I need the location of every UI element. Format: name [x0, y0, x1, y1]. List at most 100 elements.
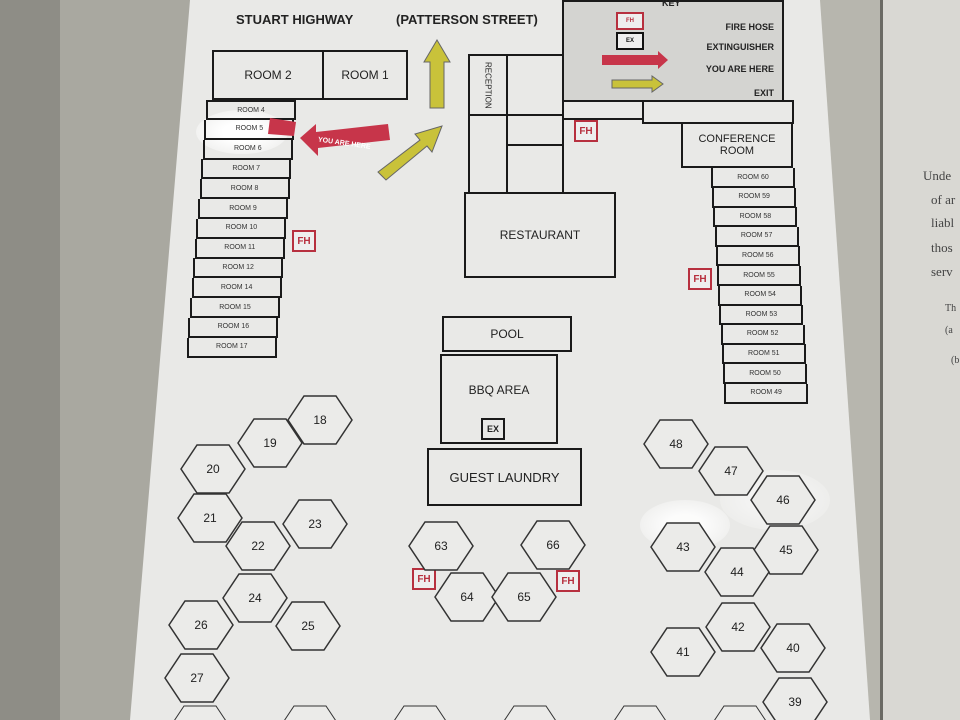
you-are-here-arrow-icon	[300, 124, 390, 156]
guest-room: ROOM 59	[712, 187, 797, 208]
cabin-partial	[174, 705, 226, 720]
cabin-partial	[504, 705, 556, 720]
bbq-label: BBQ AREA	[468, 383, 530, 397]
cabin-63: 63	[408, 521, 474, 571]
road-stuart-highway: STUART HIGHWAY	[236, 12, 354, 27]
cabin-65: 65	[491, 572, 557, 622]
bbq-area: BBQ AREA	[440, 354, 558, 444]
room-1: ROOM 1	[322, 50, 408, 100]
cabin-48: 48	[643, 419, 709, 469]
guest-laundry: GUEST LAUNDRY	[427, 448, 582, 506]
guest-room: ROOM 15	[190, 298, 280, 318]
cabin-25: 25	[275, 601, 341, 651]
cabin-43: 43	[650, 522, 716, 572]
cabin-47: 47	[698, 446, 764, 496]
fire-hose-marker: FH	[292, 230, 316, 252]
cabin-41: 41	[650, 627, 716, 677]
cabin-21: 21	[177, 493, 243, 543]
cabin-22: 22	[225, 521, 291, 571]
cabin-number: 18	[313, 413, 327, 427]
cabin-42: 42	[705, 602, 771, 652]
cabin-number: 19	[263, 436, 277, 450]
key-fire-hose: FIRE HOSE	[725, 22, 774, 32]
key-title: KEY	[662, 0, 681, 8]
guest-room: ROOM 56	[715, 246, 800, 267]
exit-arrow-icon	[423, 39, 451, 109]
guest-room: ROOM 53	[719, 305, 804, 326]
key-exit-arrow-icon	[611, 75, 664, 93]
guest-room: ROOM 10	[196, 218, 287, 239]
exit-arrow-icon	[377, 125, 443, 181]
notice-line: of ar	[931, 192, 956, 207]
fire-hose-marker: FH	[688, 268, 712, 290]
guest-room: ROOM 57	[714, 226, 799, 247]
key-extinguisher: EXTINGUISHER	[706, 42, 774, 52]
cabin-19: 19	[237, 418, 303, 468]
cabin-27: 27	[164, 653, 230, 703]
extinguisher-symbol: EX	[616, 32, 644, 50]
cabin-partial	[394, 705, 446, 720]
cabin-number: 20	[206, 462, 220, 476]
cabin-45: 45	[753, 525, 819, 575]
cabin-number: 43	[676, 540, 690, 554]
guest-room: ROOM 51	[721, 344, 806, 365]
key-arrow-icon	[602, 51, 668, 69]
pool: POOL	[442, 316, 572, 352]
key-you-are-here: YOU ARE HERE	[705, 64, 774, 74]
guest-room: ROOM 8	[199, 179, 290, 200]
guest-room: ROOM 11	[194, 238, 285, 259]
cabin-20: 20	[180, 444, 246, 494]
cabin-44: 44	[704, 547, 770, 597]
cabin-26: 26	[168, 600, 234, 650]
extinguisher-marker: EX	[481, 418, 505, 440]
cabin-39: 39	[762, 677, 828, 720]
cabin-number: 22	[251, 539, 265, 553]
cabin-number: 46	[776, 493, 790, 507]
wall	[562, 100, 644, 120]
guest-room: ROOM 58	[713, 207, 798, 228]
cabin-number: 26	[194, 618, 208, 632]
you-are-here-marker	[268, 118, 296, 136]
cabin-24: 24	[222, 573, 288, 623]
guest-room: ROOM 55	[717, 266, 801, 286]
road-patterson-street: (PATTERSON STREET)	[396, 12, 538, 27]
guest-room: ROOM 16	[188, 317, 279, 338]
guest-room: ROOM 9	[198, 199, 288, 219]
guest-room: ROOM 60	[711, 168, 795, 188]
cabin-number: 66	[546, 538, 560, 552]
guest-room: ROOM 7	[201, 159, 292, 180]
key-exit: EXIT	[753, 88, 774, 98]
cabin-number: 64	[460, 590, 474, 604]
cabin-number: 21	[203, 511, 217, 525]
notice-line: (b	[951, 355, 960, 366]
notice-line: thos	[931, 240, 953, 255]
guest-room: ROOM 17	[186, 337, 277, 358]
guest-room: ROOM 6	[202, 139, 293, 160]
cabin-40: 40	[760, 623, 826, 673]
cabin-64: 64	[434, 572, 500, 622]
guest-room: ROOM 52	[720, 324, 805, 345]
cabin-number: 42	[731, 620, 745, 634]
cabin-partial	[714, 705, 766, 720]
cabin-number: 44	[730, 565, 744, 579]
cabin-number: 41	[676, 645, 690, 659]
cabin-number: 25	[301, 619, 315, 633]
cabin-number: 40	[786, 641, 800, 655]
cabin-number: 47	[724, 464, 738, 478]
cabin-number: 23	[308, 517, 322, 531]
cabin-46: 46	[750, 475, 816, 525]
cabin-23: 23	[282, 499, 348, 549]
cabin-number: 39	[788, 695, 802, 709]
cabin-number: 48	[669, 437, 683, 451]
wall-notice: Unde of ar liabl thos serv Th (a (b	[880, 0, 960, 720]
cabin-number: 45	[779, 543, 793, 557]
cabin-number: 24	[248, 591, 262, 605]
notice-line: serv	[931, 264, 953, 279]
notice-line: (a	[945, 325, 953, 336]
fire-hose-symbol: FH	[616, 12, 644, 30]
restaurant: RESTAURANT	[464, 192, 616, 278]
cabin-partial	[614, 705, 666, 720]
cabin-66: 66	[520, 520, 586, 570]
cabin-number: 27	[190, 671, 204, 685]
